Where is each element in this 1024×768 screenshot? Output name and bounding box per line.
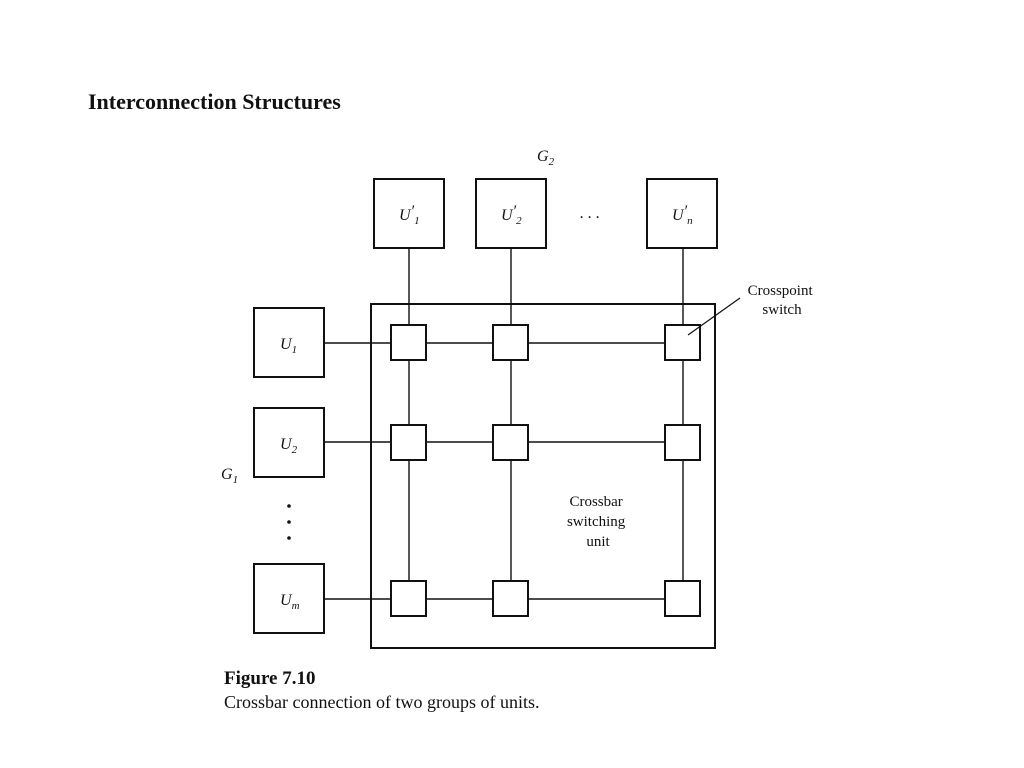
crosspoint-switch [664,424,701,461]
crosspoint-switch [492,324,529,361]
page-title: Interconnection Structures [88,89,341,114]
crossbar-unit-box [370,303,716,649]
group2-label: G2 [537,148,555,168]
svg-text:U1: U1 [280,336,297,356]
crosspoint-label: Crosspoint switch [748,283,817,318]
left-ellipsis [287,504,291,540]
svg-text:Um: Um [280,592,300,612]
left-unit-2: U2 [253,407,325,478]
left-unit-1: U1 [253,307,325,378]
svg-text:U2: U2 [280,436,298,456]
top-unit-2: U′2 [475,178,547,249]
figure-caption: Figure 7.10 Crossbar connection of two g… [224,668,539,713]
svg-text:U′n: U′n [672,203,693,227]
crosspoint-switch [390,324,427,361]
crossbar-unit-label: Crossbar switching unit [567,494,629,550]
group1-label: G1 [221,466,238,486]
crosspoint-pointer-line [687,297,741,336]
crosspoint-switch [492,424,529,461]
horizontal-lines [324,342,666,600]
figure-description: Crossbar connection of two groups of uni… [224,692,540,712]
crosspoint-switch [492,580,529,617]
top-unit-n: U′n [646,178,718,249]
top-ellipsis: . . . [580,205,600,222]
crosspoint-switch [664,580,701,617]
svg-text:U′2: U′2 [501,203,522,227]
figure-number: Figure 7.10 [224,668,316,689]
svg-text:U′1: U′1 [399,203,420,227]
left-unit-m: Um [253,563,325,634]
top-unit-1: U′1 [373,178,445,249]
crosspoint-switch [390,424,427,461]
crosspoint-switch [390,580,427,617]
vertical-lines [408,248,684,582]
